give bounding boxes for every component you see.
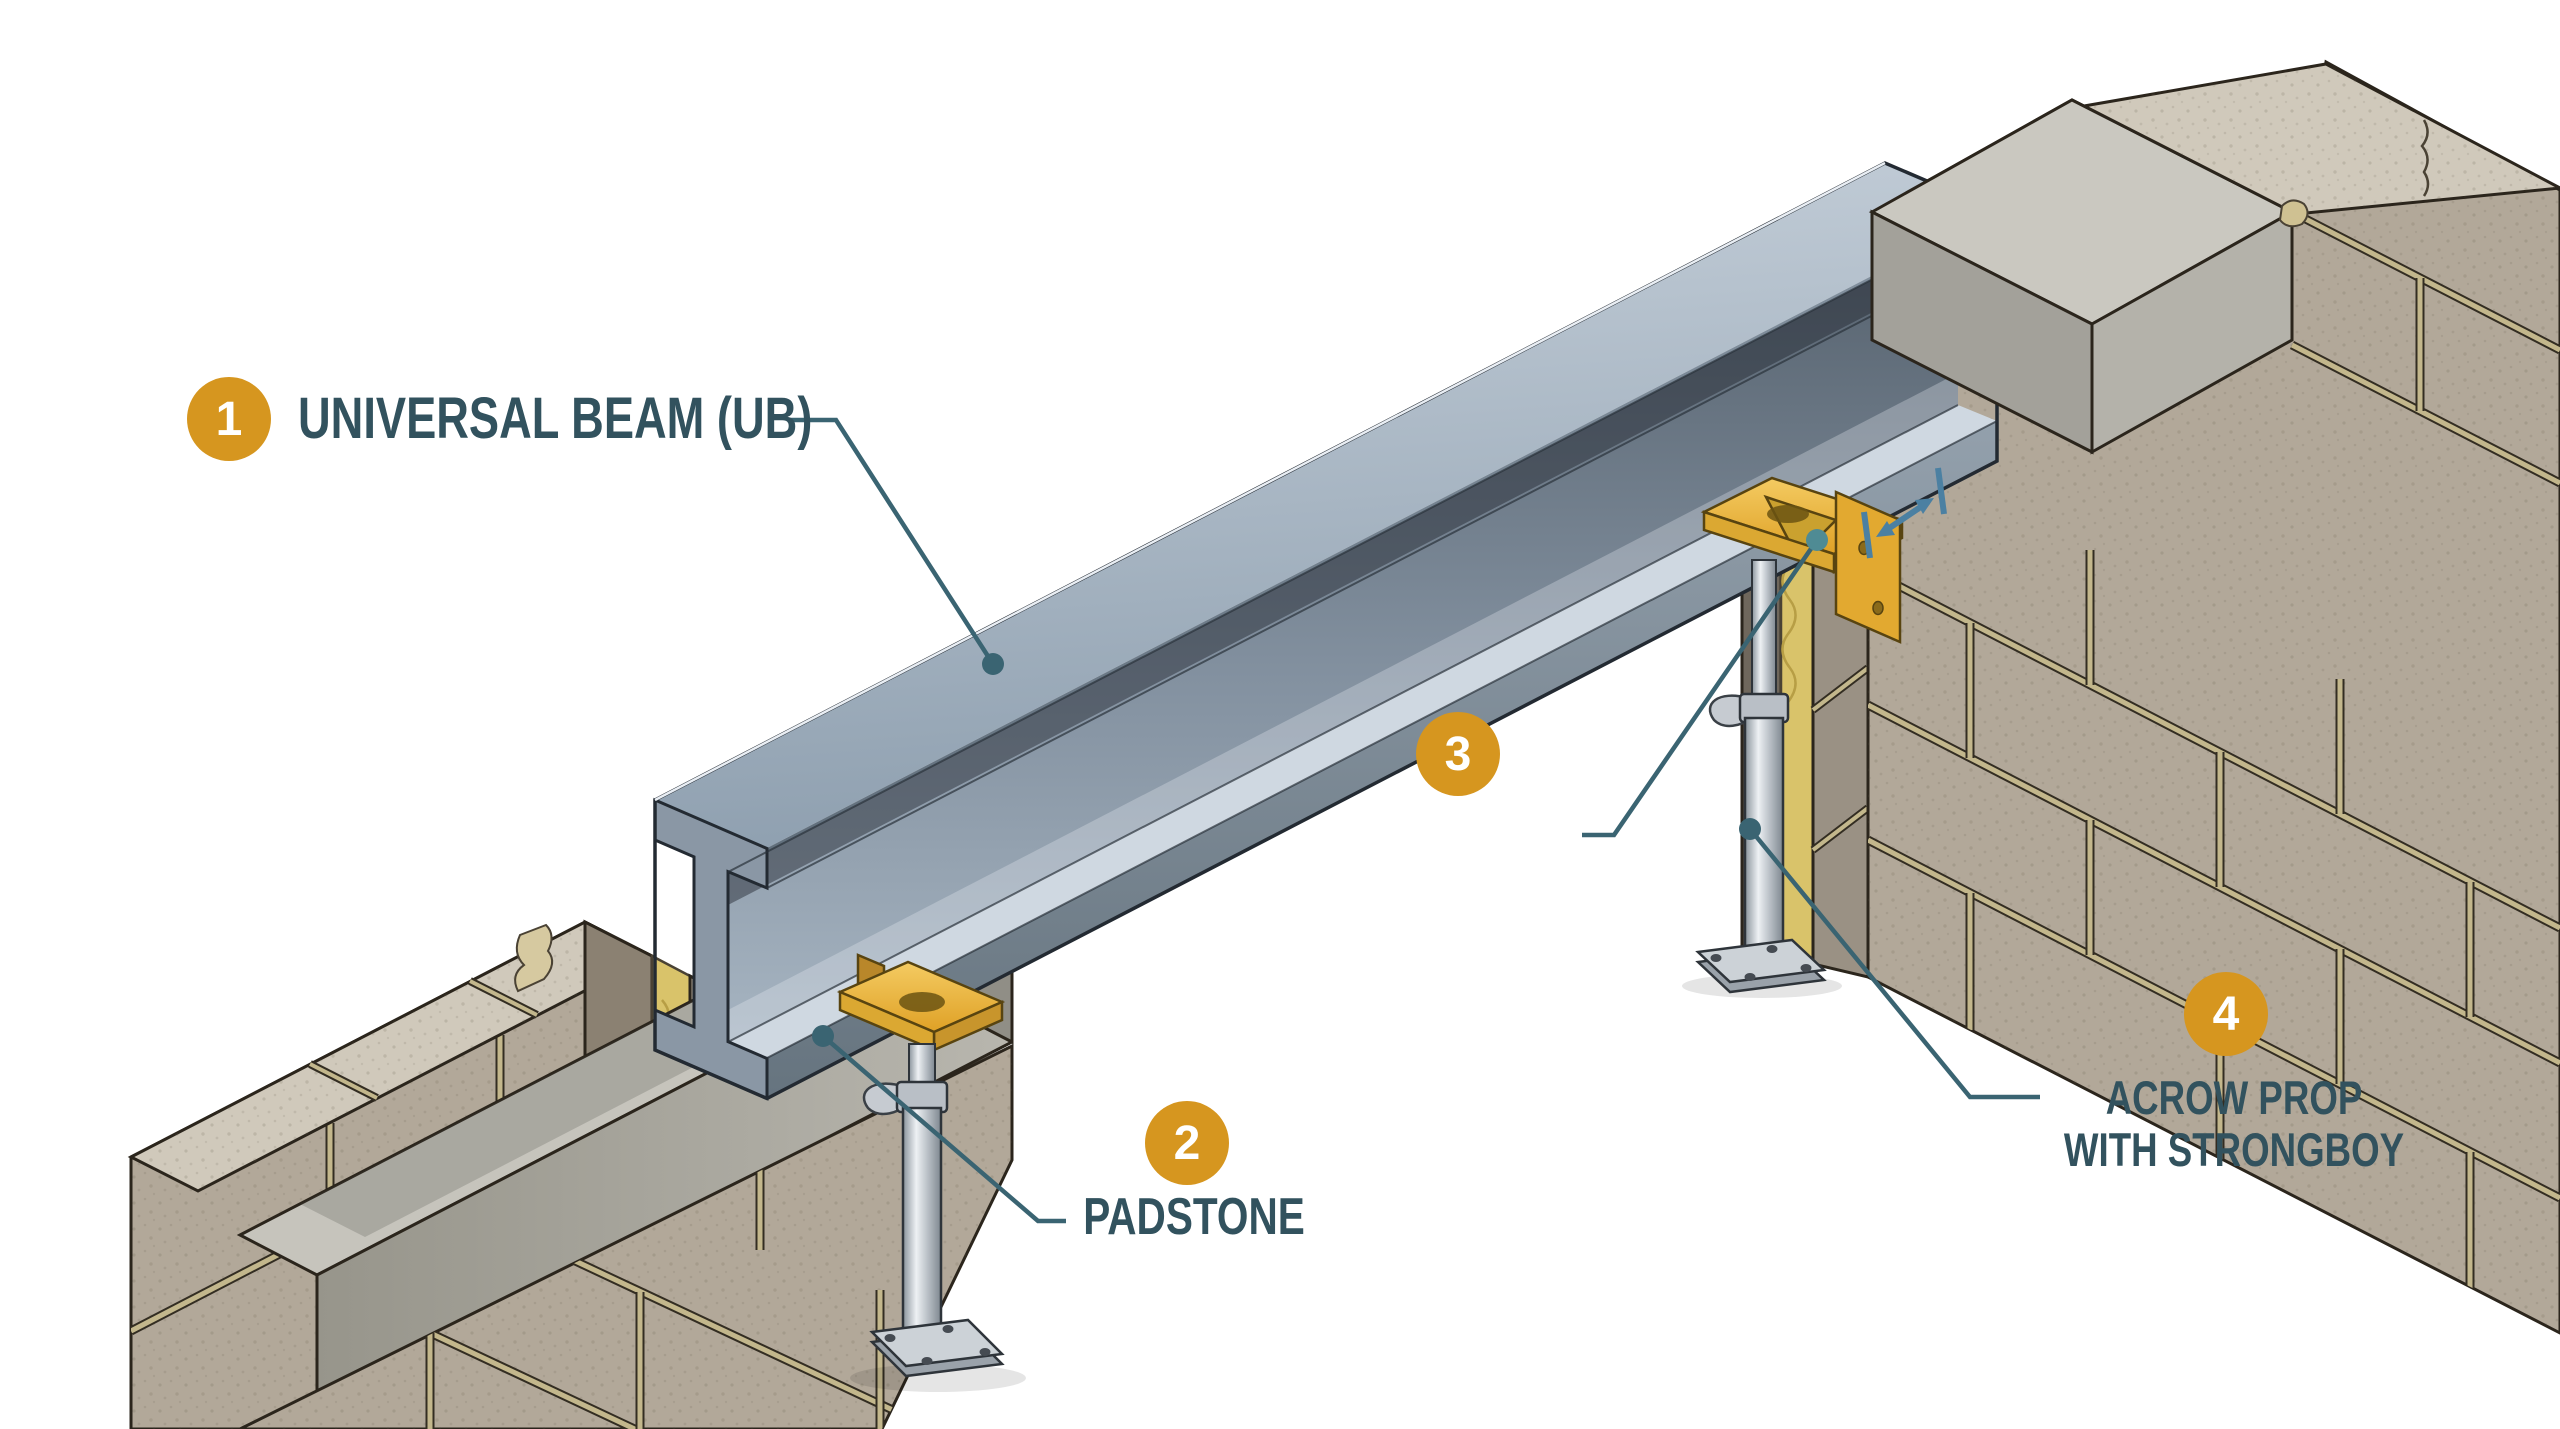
beam-bottom-flange-front (767, 421, 1997, 1098)
right-wall-front (1868, 62, 2560, 455)
leader-dots (812, 529, 1828, 1047)
beam-web-light (728, 373, 1958, 1042)
callout-4-number: 4 (2212, 987, 2240, 1041)
mortar-crumb (2278, 199, 2309, 228)
beam-web-shadow (728, 235, 1958, 905)
strongboy-right-back-plate (1834, 490, 1902, 644)
acrow-prop-left (836, 953, 1026, 1392)
leader-universal-beam (788, 417, 995, 666)
leader-padstone (821, 1034, 1066, 1224)
dot-bearing-length (1806, 529, 1828, 551)
callout-2-number: 2 (1173, 1116, 1201, 1170)
prop-shadow (850, 1364, 1026, 1392)
prop-left-base-plate (869, 1318, 1005, 1378)
beam-web (728, 235, 1958, 1042)
strongboy-left (836, 953, 1006, 1052)
leader-acrow-prop (1748, 827, 2040, 1100)
callout-1-label: UNIVERSAL BEAM (UB) (298, 386, 813, 451)
beam-bottom-flange-top (728, 405, 1997, 1058)
padstone-right-front-face (2090, 209, 2294, 455)
mortar-crack (514, 923, 554, 993)
callout-2-badge: 2 (1145, 1101, 1229, 1185)
universal-beam (653, 161, 1999, 1101)
dot-universal-beam (982, 653, 1004, 675)
callout-3-number: 3 (1444, 727, 1472, 781)
callout-4-label: ACROW PROP WITH STRONGBOY (2063, 1071, 2405, 1176)
callout-1-badge: 1 (187, 377, 271, 461)
top-course-crack (2420, 119, 2430, 197)
prop-right-base-plate (1695, 938, 1827, 994)
callout-3-badge: 3 (1416, 712, 1500, 796)
beam-top-face (655, 163, 1997, 848)
leader-lines (788, 417, 2040, 1224)
prop-left-outer-tube (901, 1106, 943, 1336)
beam-shadow-on-padstone (300, 997, 765, 1237)
bearing-dimension-arrow (1861, 467, 1947, 559)
leader-bearing-length (1582, 538, 1819, 838)
dot-padstone (812, 1025, 834, 1047)
callout-1-number: 1 (215, 392, 243, 446)
callout-4-badge: 4 (2184, 972, 2268, 1056)
dot-acrow-prop (1739, 818, 1761, 840)
callout-2-label: PADSTONE (1083, 1188, 1305, 1246)
